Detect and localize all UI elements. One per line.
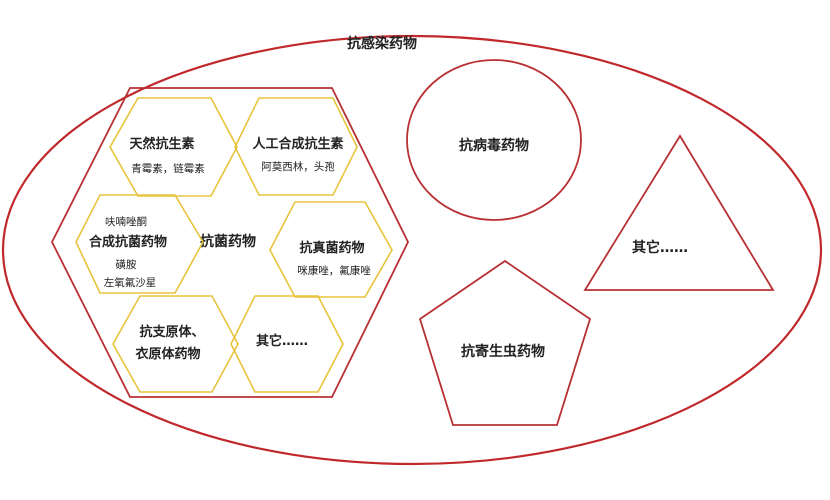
synthetic-antibiotics-hexagon (234, 97, 358, 196)
antifungal-hexagon (269, 201, 393, 298)
mycoplasma-title-line2: 衣原体药物 (135, 346, 200, 362)
synthetic-drugs-example-2: 左氧氟沙星 (104, 276, 157, 289)
synthetic-drugs-hexagon (75, 194, 204, 294)
synthetic-drugs-example-1: 磺胺 (116, 258, 137, 271)
antibacterial-other-hexagon (230, 295, 344, 393)
other-label: 其它…… (632, 239, 688, 256)
mycoplasma-hexagon (112, 295, 239, 393)
antiparasitic-pentagon (418, 259, 592, 426)
antifungal-examples: 咪康唑，氟康唑 (297, 264, 371, 277)
antiparasitic-label: 抗寄生虫药物 (461, 343, 545, 360)
synthetic-antibiotics-title: 人工合成抗生素 (252, 136, 343, 152)
other-triangle (583, 134, 775, 291)
main-title: 抗感染药物 (347, 35, 417, 52)
antiviral-circle (406, 59, 582, 221)
natural-antibiotics-examples: 青霉素，链霉素 (131, 162, 205, 175)
natural-antibiotics-title: 天然抗生素 (129, 136, 194, 152)
antibacterial-hexagon (50, 87, 410, 398)
natural-antibiotics-hexagon (109, 97, 238, 197)
antibacterial-label: 抗菌药物 (200, 233, 256, 250)
antifungal-title: 抗真菌药物 (299, 240, 364, 256)
antiviral-label: 抗病毒药物 (459, 137, 529, 154)
synthetic-drugs-title: 合成抗菌药物 (89, 234, 167, 250)
synthetic-drugs-top-example: 呋喃唑酮 (105, 215, 147, 228)
synthetic-antibiotics-examples: 阿莫西林，头孢 (261, 160, 335, 173)
mycoplasma-title-line1: 抗支原体、 (139, 324, 204, 340)
outer-ellipse (1, 34, 823, 466)
antibacterial-other-title: 其它…… (256, 333, 308, 349)
